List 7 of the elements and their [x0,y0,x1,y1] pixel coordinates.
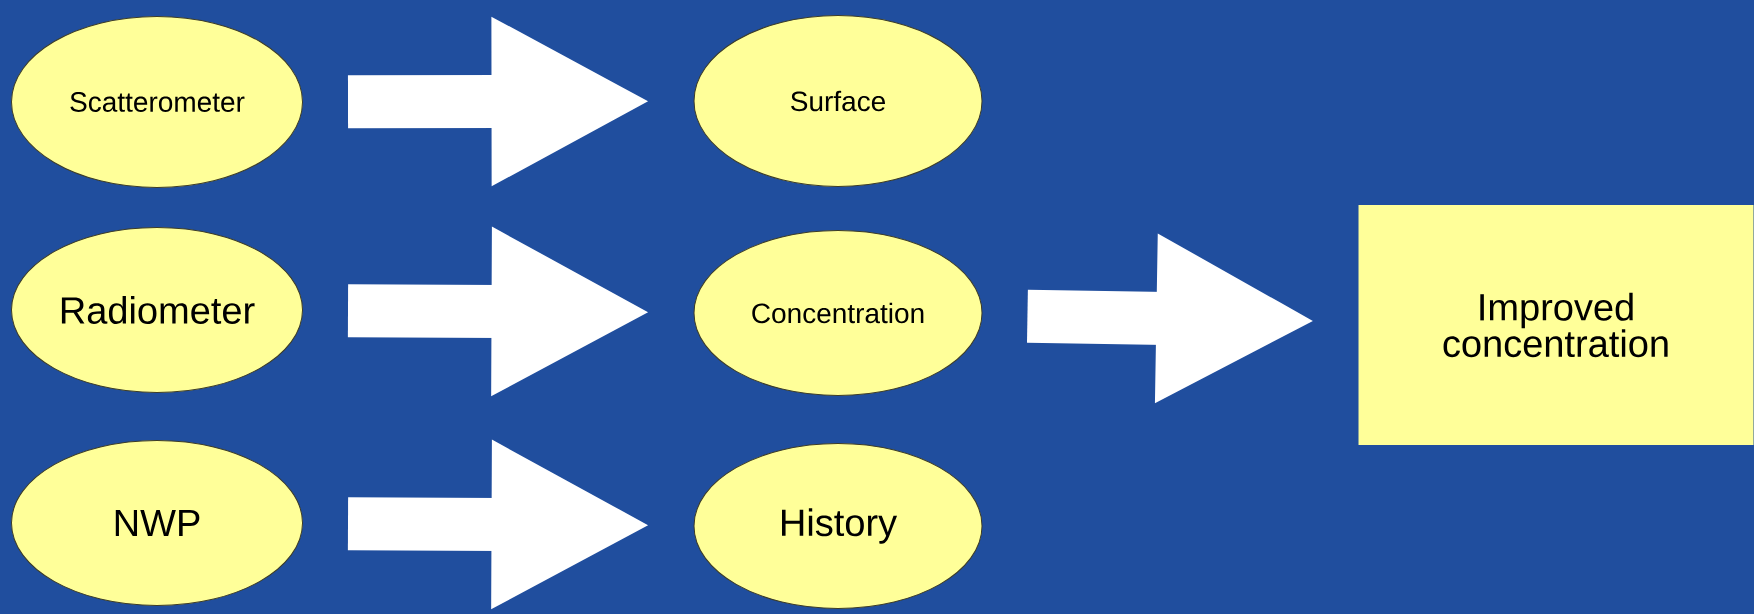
ellipse-node: NWP [11,440,303,606]
ellipse-node: History [693,443,983,609]
ellipse-node: Concentration [693,230,983,396]
ellipse-node: Radiometer [11,227,303,393]
ellipse-node: Scatterometer [11,16,303,188]
result-box: Improved concentration [1358,205,1754,445]
ellipse-node: Surface [693,15,983,187]
